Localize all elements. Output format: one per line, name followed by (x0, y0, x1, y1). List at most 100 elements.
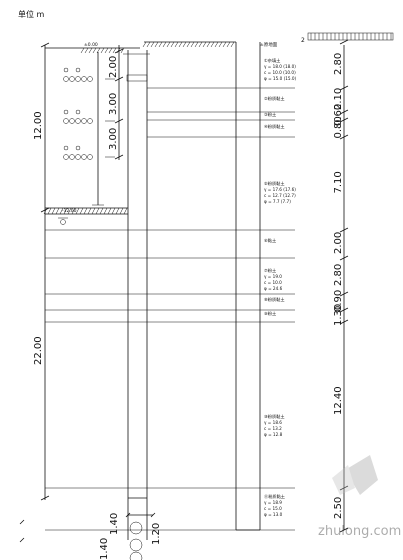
hatch-mark (146, 41, 151, 48)
layer-name: ⑧粉质黏土 (264, 296, 285, 303)
layer-property: c = 15.0 (264, 506, 282, 511)
hatch-mark (166, 41, 171, 48)
hatch-mark (104, 47, 109, 54)
hatch-mark (91, 207, 96, 215)
hatch-mark (100, 47, 105, 54)
hatch-mark (55, 207, 60, 215)
layer-name: ②粉质黏土 (264, 95, 285, 102)
hatch-mark (120, 47, 125, 54)
hatch-mark (154, 41, 159, 48)
hatch-mark (59, 207, 64, 215)
dim-1-40-a: 1.40 (99, 538, 110, 560)
dim-3-00-mid-b: 3.00 (108, 128, 119, 150)
right-dimension-label: 2.00 (333, 232, 344, 254)
pile-section-circles (129, 521, 143, 560)
pile-bottom-dimension (125, 498, 156, 540)
ground-label: ±0.00 (84, 42, 98, 48)
anchor-spacing-dimension (92, 45, 124, 206)
hatch-mark (111, 207, 116, 215)
hatch-mark (63, 207, 68, 215)
hatch-mark (150, 41, 155, 48)
hatch-mark (158, 41, 163, 48)
layer-name: ⑨粉土 (264, 310, 276, 317)
hatch-mark (107, 207, 112, 215)
layer-property: γ = 18.9 (264, 500, 282, 505)
dim-2-00-mid: 2.00 (108, 56, 119, 78)
dimension-tick (339, 85, 349, 91)
dimension-tick (339, 39, 349, 45)
right-dimension-label: 2.10 (333, 88, 344, 110)
hatch-mark (79, 207, 84, 215)
scale-bar (307, 32, 394, 41)
excavation-label: -12.00 (62, 208, 77, 214)
hatch-mark (115, 207, 120, 215)
layer-property: φ = 13.0 (264, 512, 283, 517)
layer-property: γ = 19.0 (264, 274, 282, 279)
hatch-mark (194, 41, 199, 48)
layer-name: ⑩粉质黏土 (264, 413, 285, 420)
dimension-tick (339, 527, 349, 533)
right-dimension-label: 0.90 (333, 290, 344, 312)
hatch-mark (170, 41, 175, 48)
dimension-tick (339, 291, 349, 297)
dimension-tick (339, 109, 349, 115)
layer-property: φ = 15.0 (15.0) (264, 76, 297, 81)
right-dimension-label: 12.40 (333, 386, 344, 415)
dimension-tick (339, 485, 349, 491)
layer-property: γ = 17.6 (17.6) (264, 187, 296, 192)
dim-1-20: 1.20 (151, 523, 162, 545)
dim-22-00: 22.00 (33, 336, 44, 365)
dim-12-00: 12.00 (33, 111, 44, 140)
dimension-tick (339, 319, 349, 325)
dim-3-00-mid-a: 3.00 (108, 93, 119, 115)
hatch-mark (67, 207, 72, 215)
anchor-row-2 (63, 109, 115, 124)
dimension-tick (339, 117, 349, 123)
hatch-mark (162, 41, 167, 48)
hatch-mark (112, 47, 117, 54)
retaining-pile (123, 50, 150, 499)
hatch-mark (108, 47, 113, 54)
hatch-mark (202, 41, 207, 48)
layer-name: ④粉质黏土 (264, 123, 285, 130)
dimension-tick (339, 307, 349, 313)
layer-name: ⑦粉土 (264, 267, 276, 274)
dimension-tick (339, 227, 349, 233)
layer-boundaries (45, 87, 295, 531)
hatch-mark (210, 41, 215, 48)
ground-surface: ±0.00 (45, 42, 140, 54)
hatch-mark (92, 47, 97, 54)
anchor-row-3 (63, 145, 115, 160)
hatch-mark (123, 207, 128, 215)
layer-name: ①杂填土 (264, 57, 280, 64)
hatch-mark (51, 207, 56, 215)
hatch-mark (142, 41, 147, 48)
excavation-bottom: -12.00 (43, 207, 128, 225)
hatch-mark (214, 41, 219, 48)
right-dimension-label: 1.30 (333, 304, 344, 326)
hatch-mark (222, 41, 227, 48)
hatch-mark (47, 207, 52, 215)
right-dimension-label: 2.50 (333, 497, 344, 519)
hatch-mark (206, 41, 211, 48)
dimension-tick (339, 134, 349, 140)
hatch-mark (43, 207, 48, 215)
hatch-mark (178, 41, 183, 48)
hatch-mark (218, 41, 223, 48)
watermark: zhulong.com (318, 455, 401, 539)
hatch-mark (226, 41, 231, 48)
layer-property: γ = 18.6 (264, 420, 282, 425)
unit-label: 单位 m (18, 9, 45, 19)
right-dimension-label: 2.80 (333, 53, 344, 75)
soil-column: ±原地面 (142, 41, 278, 531)
hatch-mark (84, 47, 89, 54)
hatch-mark (119, 207, 124, 215)
layer-name: ⑪粉质黏土 (264, 493, 285, 500)
right-dimension-label: 7.10 (333, 171, 344, 193)
layer-property: φ = 7.7 (7.7) (264, 199, 291, 204)
layer-property: φ = 24.6 (264, 286, 283, 291)
right-dimension-label: 0.60 (333, 104, 344, 126)
hatch-mark (99, 207, 104, 215)
